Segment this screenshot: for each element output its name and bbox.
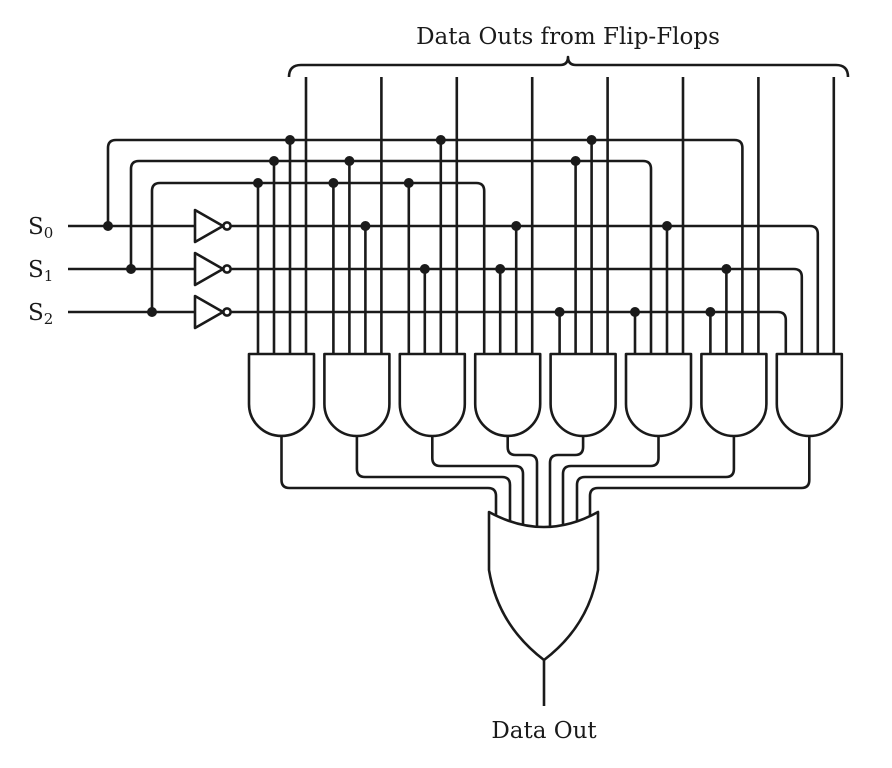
junction-dot [435, 135, 446, 145]
wires [68, 55, 850, 706]
junction-dot [705, 307, 716, 317]
select-label-s0: S0 [28, 214, 53, 242]
junction-dot [269, 156, 279, 166]
junction-dot [126, 264, 136, 274]
and-gate-7 [775, 352, 844, 438]
junction-dot [495, 264, 506, 274]
and-output-wire-0 [280, 436, 498, 516]
and-output-wire-7 [588, 436, 811, 517]
and-gate-1 [323, 352, 391, 438]
junction-dot [570, 156, 581, 166]
true-rail-s2 [160, 181, 486, 354]
true-rail-branch-s0 [106, 138, 117, 226]
and-gate-5 [624, 352, 693, 438]
inverter-bubble-2 [222, 307, 232, 317]
data-outs-bracket [287, 55, 850, 78]
true-rail-s1 [139, 159, 653, 354]
junction-dot [721, 264, 732, 274]
true-rail-branch-s2 [150, 181, 161, 312]
inverter-bubble-1 [222, 264, 232, 274]
data-out-label: Data Out [491, 718, 597, 744]
and-gate-3 [473, 352, 542, 438]
junction-dot [253, 178, 263, 188]
and-gate-4 [549, 352, 617, 438]
junction-dot [662, 221, 672, 231]
junction-dot [403, 178, 414, 188]
and-output-wire-2 [431, 436, 525, 525]
true-rail-branch-s1 [129, 159, 140, 269]
and-output-wire-3 [506, 436, 539, 527]
junction-dot [511, 221, 522, 231]
true-rail-s0 [116, 138, 744, 354]
junctions [103, 135, 732, 317]
inverted-rail-s1 [231, 267, 804, 354]
inverter-0 [193, 208, 225, 244]
select-label-s2: S2 [28, 300, 53, 328]
and-output-wire-5 [561, 436, 660, 526]
junction-dot [586, 135, 597, 145]
inverter-bubble-0 [222, 221, 232, 231]
and-output-wire-1 [355, 436, 512, 522]
inverted-rail-s2 [231, 310, 788, 354]
junction-dot [344, 156, 355, 166]
or-gate [487, 510, 600, 662]
gates [193, 208, 844, 662]
select-label-s1: S1 [28, 257, 53, 285]
inverter-2 [193, 294, 225, 330]
junction-dot [630, 307, 640, 317]
and-gate-2 [398, 352, 467, 438]
and-output-wire-6 [575, 436, 736, 522]
data-outs-title: Data Outs from Flip-Flops [416, 24, 720, 50]
and-gate-6 [700, 352, 768, 438]
junction-dot [554, 307, 565, 317]
and-gate-0 [247, 352, 316, 438]
junction-dot [285, 135, 295, 145]
junction-dot [328, 178, 339, 188]
and-output-wire-4 [548, 436, 585, 527]
junction-dot [360, 221, 371, 231]
junction-dot [419, 264, 430, 274]
junction-dot [103, 221, 113, 231]
junction-dot [147, 307, 157, 317]
inverted-rail-s0 [231, 224, 820, 354]
inverter-1 [193, 251, 225, 287]
